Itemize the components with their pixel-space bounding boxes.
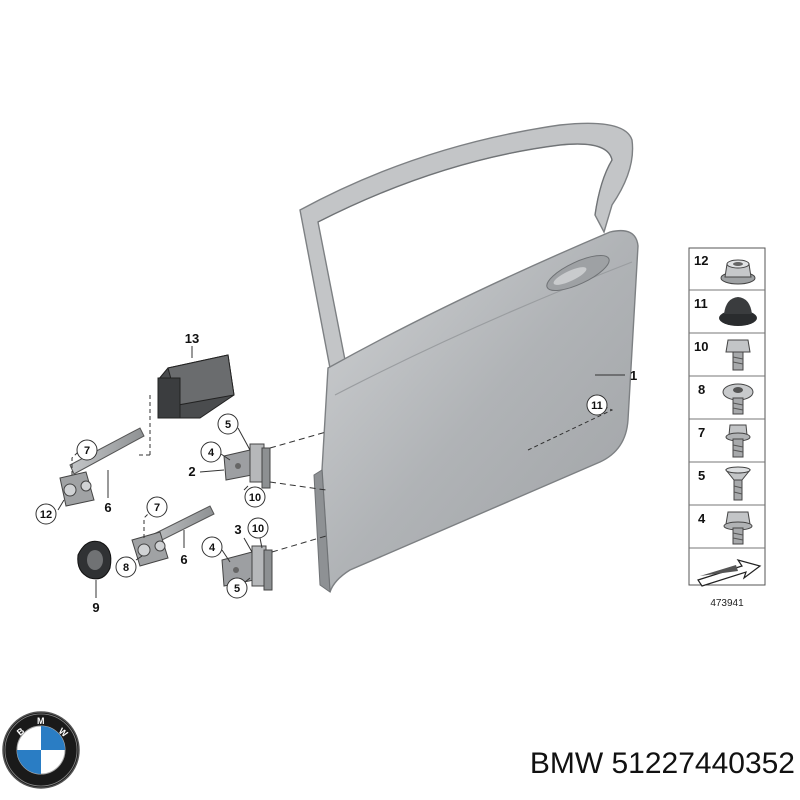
legend-num-12: 12: [694, 253, 708, 268]
callout-9: 9: [92, 600, 99, 615]
callout-circle-10a: [244, 486, 266, 508]
callout-circle-5b: [226, 577, 248, 599]
upper-door-hinge: [223, 443, 271, 489]
collar-bolt-icon: [725, 424, 751, 458]
svg-text:B: B: [15, 725, 27, 737]
callout-8: 8: [123, 562, 129, 574]
legend-num-11: 11: [694, 296, 708, 311]
flange-nut-icon: [720, 259, 756, 285]
callout-circle-10b: [247, 517, 269, 539]
callout-11: 11: [591, 400, 603, 412]
callout-13: 13: [185, 331, 199, 346]
lower-door-hinge: [221, 545, 273, 591]
callout-10b: 10: [252, 523, 264, 535]
callout-5b: 5: [234, 583, 240, 595]
hex-bolt-washer-icon: [723, 511, 753, 545]
callout-7a: 7: [84, 445, 90, 457]
leader-line-11: [527, 399, 614, 451]
countersunk-screw-icon: [724, 466, 752, 501]
legend-num-10: 10: [694, 339, 708, 354]
legend-num-4: 4: [698, 511, 706, 526]
fastener-legend: 12 11 10 8 7 5 4: [688, 247, 766, 587]
callout-2: 2: [188, 464, 195, 479]
callout-7b: 7: [154, 502, 160, 514]
rear-door-shell: [299, 122, 639, 594]
svg-text:M: M: [37, 716, 45, 726]
callout-circle-4b: [201, 536, 223, 558]
legend-num-7: 7: [698, 425, 705, 440]
callout-circle-11: [586, 394, 608, 416]
rubber-cap-icon: [719, 297, 757, 326]
callout-circle-7b: [146, 496, 168, 518]
callout-circle-8: [115, 556, 137, 578]
legend-num-8: 8: [698, 382, 705, 397]
upper-door-check-strap: [59, 427, 145, 507]
callout-5a: 5: [225, 419, 231, 431]
callout-4b: 4: [209, 542, 216, 554]
callout-3: 3: [234, 522, 241, 537]
callout-circle-5a: [217, 413, 239, 435]
callout-circle-12: [35, 503, 57, 525]
callout-4a: 4: [208, 447, 215, 459]
callout-circle-7a: [76, 439, 98, 461]
callout-6a: 6: [104, 500, 111, 515]
lower-door-check-strap: [131, 505, 215, 567]
check-strap-gasket: [77, 540, 112, 580]
callout-10a: 10: [249, 492, 261, 504]
callout-6b: 6: [180, 552, 187, 567]
torx-bolt-icon: [722, 383, 754, 415]
callout-1: 1: [630, 368, 637, 383]
hex-bolt-icon: [725, 339, 751, 371]
callout-circle-4a: [200, 441, 222, 463]
direction-arrow-icon: [697, 558, 762, 587]
check-strap-housing: [138, 354, 235, 456]
part-caption: BMW 51227440352: [530, 747, 795, 780]
diagram-reference-number: 473941: [710, 598, 744, 609]
callout-12: 12: [40, 509, 52, 521]
legend-num-5: 5: [698, 468, 705, 483]
bmw-logo: B M W: [2, 711, 80, 789]
